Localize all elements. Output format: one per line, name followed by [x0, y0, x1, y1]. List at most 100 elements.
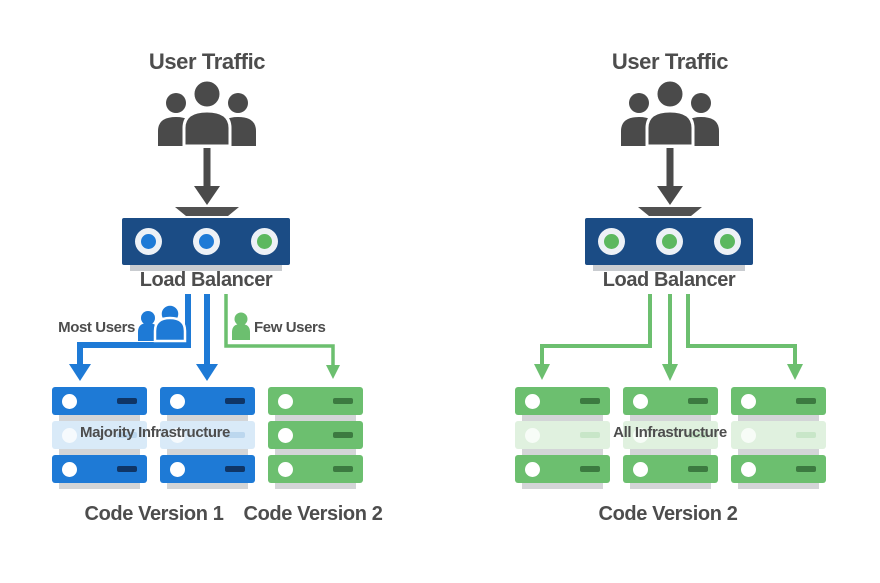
- vent-dash-icon: [225, 466, 245, 472]
- drive-light-icon: [278, 461, 293, 477]
- load-balancer-box: [122, 218, 290, 265]
- server-shadow: [630, 483, 711, 489]
- few-users-icon: [232, 312, 250, 340]
- drive-light-icon: [741, 427, 756, 443]
- vent-dash-icon: [580, 432, 600, 438]
- arrow-few-users-to-stack-3: [224, 294, 340, 379]
- code-version-1-label: Code Version 1: [84, 503, 224, 525]
- drive-light-icon: [525, 427, 540, 443]
- server-shadow: [738, 415, 819, 421]
- lb-port-indicator: [597, 227, 625, 255]
- server-shadow: [522, 449, 603, 455]
- load-balancer-shadow: [593, 265, 745, 271]
- server-shadow: [59, 483, 140, 489]
- vent-dash-icon: [688, 398, 708, 404]
- server-shadow: [738, 483, 819, 489]
- drive-light-icon: [525, 393, 540, 409]
- server-unit: [623, 455, 718, 483]
- lb-port-indicator: [250, 227, 278, 255]
- load-balancer-label: Load Balancer: [602, 269, 736, 291]
- server-unit: [268, 455, 363, 483]
- server-shadow: [522, 415, 603, 421]
- drive-light-icon: [525, 461, 540, 477]
- drive-light-icon: [633, 393, 648, 409]
- vent-dash-icon: [117, 432, 137, 438]
- user-traffic-title: User Traffic: [148, 49, 266, 74]
- drive-light-icon: [633, 461, 648, 477]
- server-unit: [268, 421, 363, 449]
- lb-port-indicator: [713, 227, 741, 255]
- server-unit: [268, 387, 363, 415]
- user-traffic-title: User Traffic: [611, 49, 729, 74]
- vent-dash-icon: [333, 432, 353, 438]
- all-infrastructure-label: All Infrastructure: [613, 424, 727, 441]
- drive-light-icon: [170, 461, 185, 477]
- vent-dash-icon: [333, 466, 353, 472]
- server-unit: [160, 455, 255, 483]
- port-status-dot: [140, 233, 156, 249]
- server-shadow: [738, 449, 819, 455]
- server-unit: [731, 387, 826, 415]
- load-balancer-box: [585, 218, 753, 265]
- majority-infrastructure-label: Majority Infrastructure: [80, 424, 230, 441]
- vent-dash-icon: [117, 466, 137, 472]
- server-shadow: [167, 415, 248, 421]
- server-shadow: [275, 483, 356, 489]
- load-balancer-funnel-icon: [638, 207, 702, 216]
- port-status-dot: [661, 233, 677, 249]
- lb-port-indicator: [192, 227, 220, 255]
- vent-dash-icon: [796, 398, 816, 404]
- drive-light-icon: [62, 393, 77, 409]
- drive-light-icon: [278, 393, 293, 409]
- server-shadow: [167, 449, 248, 455]
- server-shadow: [167, 483, 248, 489]
- server-unit-updating: [52, 421, 147, 449]
- server-shadow: [630, 415, 711, 421]
- code-version-2-label: Code Version 2: [243, 503, 383, 525]
- server-unit: [52, 387, 147, 415]
- vent-dash-icon: [225, 432, 245, 438]
- vent-dash-icon: [580, 398, 600, 404]
- code-version-2-label: Code Version 2: [598, 503, 738, 525]
- port-status-dot: [719, 233, 735, 249]
- server-shadow: [522, 483, 603, 489]
- user-traffic-people-icon: [619, 78, 721, 148]
- few-users-label: Few Users: [254, 319, 326, 336]
- lb-port-indicator: [134, 227, 162, 255]
- vent-dash-icon: [225, 398, 245, 404]
- arrow-all-to-stack-2: [662, 294, 678, 381]
- port-status-dot: [603, 233, 619, 249]
- vent-dash-icon: [117, 398, 137, 404]
- drive-light-icon: [170, 393, 185, 409]
- server-unit: [623, 387, 718, 415]
- vent-dash-icon: [796, 432, 816, 438]
- server-unit: [731, 455, 826, 483]
- drive-light-icon: [62, 427, 77, 443]
- port-status-dot: [256, 233, 272, 249]
- drive-light-icon: [741, 393, 756, 409]
- vent-dash-icon: [333, 398, 353, 404]
- vent-dash-icon: [580, 466, 600, 472]
- server-unit: [515, 387, 610, 415]
- most-users-icon: [138, 303, 187, 343]
- server-unit-updating: [623, 421, 718, 449]
- most-users-label: Most Users: [58, 319, 135, 336]
- arrow-most-users-to-stack-2: [196, 294, 218, 381]
- port-status-dot: [198, 233, 214, 249]
- load-balancer-funnel-icon: [175, 207, 239, 216]
- server-unit-updating: [731, 421, 826, 449]
- server-unit: [515, 455, 610, 483]
- traffic-down-arrow-icon: [194, 148, 220, 205]
- traffic-down-arrow-icon: [657, 148, 683, 205]
- drive-light-icon: [633, 427, 648, 443]
- server-shadow: [275, 415, 356, 421]
- server-shadow: [275, 449, 356, 455]
- drive-light-icon: [170, 427, 185, 443]
- server-shadow: [59, 415, 140, 421]
- vent-dash-icon: [688, 466, 708, 472]
- server-shadow: [630, 449, 711, 455]
- vent-dash-icon: [688, 432, 708, 438]
- server-unit: [160, 387, 255, 415]
